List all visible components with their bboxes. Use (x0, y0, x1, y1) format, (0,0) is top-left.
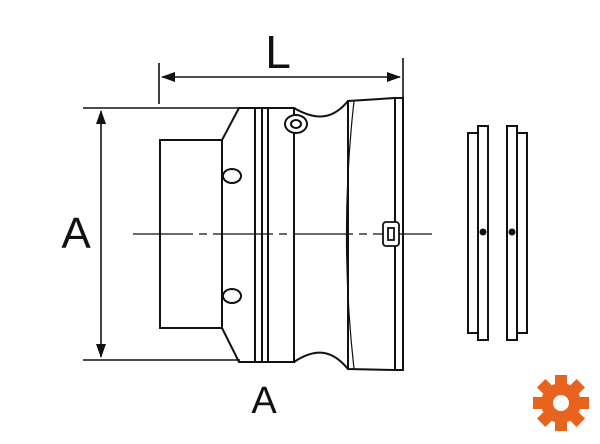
bell-inner-curve (345, 100, 355, 370)
gasket-ring-2 (506, 125, 528, 341)
collar-hole-upper (222, 168, 242, 184)
gear-icon (533, 375, 589, 431)
locking-pin (284, 114, 308, 134)
gasket-ring-1 (467, 125, 489, 341)
diameter-label-bottom: A (251, 380, 277, 422)
length-dimension (158, 58, 404, 104)
waist-lower-curve (293, 351, 349, 370)
coupling-body (159, 96, 404, 372)
diameter-dimension-side (83, 107, 242, 361)
length-label: L (265, 26, 291, 78)
coupling-collar (221, 107, 295, 363)
collar-hole-lower (222, 288, 242, 304)
collar-holes (222, 168, 242, 304)
diameter-label-side: A (61, 209, 91, 258)
waist-upper-curve (293, 100, 349, 118)
center-marker (382, 221, 400, 247)
